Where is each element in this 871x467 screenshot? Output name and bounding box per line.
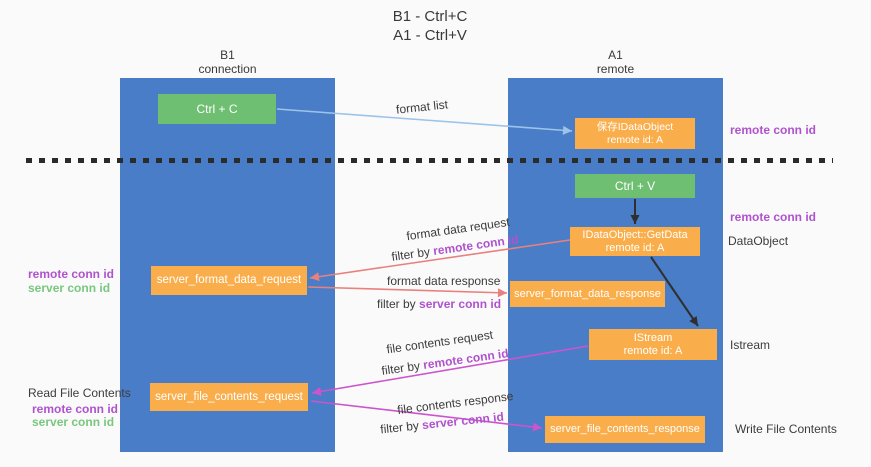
node-idataobject-getdata-line1: IDataObject::GetData (582, 228, 688, 241)
node-istream-line2: remote id: A (623, 344, 683, 357)
node-server-format-data-response-label: server_format_data_response (514, 287, 661, 300)
node-server-format-data-request-label: server_format_data_request (156, 274, 302, 286)
node-ctrl-v: Ctrl + V (575, 174, 695, 198)
node-server-format-data-request: server_format_data_request (151, 266, 307, 295)
node-save-dataobject-line1: 保存IDataObject (596, 120, 674, 133)
filter-prefix: filter by (380, 358, 421, 378)
filter-key-server-conn-id: server conn id (419, 297, 502, 311)
annotation-write-file-contents: Write File Contents (735, 422, 837, 436)
node-server-file-contents-response: server_file_contents_response (545, 416, 705, 443)
node-ctrl-c-label: Ctrl + C (196, 102, 238, 116)
node-server-file-contents-request: server_file_contents_request (150, 383, 308, 411)
filter-prefix: filter by (390, 244, 431, 264)
annotation-left-remote-conn-id-top: remote conn id (28, 267, 115, 281)
node-idataobject-getdata-line2: remote id: A (605, 241, 665, 254)
title-line-2: A1 - Ctrl+V (393, 27, 467, 44)
annotation-left-server-conn-id-top: server conn id (28, 281, 111, 295)
lane-header-a1: A1 remote (508, 48, 723, 76)
filter-prefix: filter by (379, 418, 420, 437)
lane-a1-title: A1 (608, 48, 623, 62)
node-server-file-contents-request-label: server_file_contents_request (155, 390, 303, 403)
filter-key-remote-conn-id: remote conn id (422, 346, 510, 372)
annotation-left-server-conn-id-bottom: server conn id (32, 415, 115, 429)
annotation-remote-conn-id-mid: remote conn id (730, 210, 817, 224)
diagram-title: B1 - Ctrl+C A1 - Ctrl+V (310, 7, 550, 45)
node-istream: IStream remote id: A (589, 329, 717, 360)
lane-b1-subtitle: connection (198, 62, 257, 76)
node-istream-line1: IStream (633, 331, 673, 344)
node-save-dataobject: 保存IDataObject remote id: A (575, 118, 695, 149)
edge-label-format-data-response: format data response (387, 274, 501, 288)
lane-b1-title: B1 (220, 48, 235, 62)
filter-key-server-conn-id: server conn id (421, 409, 505, 433)
title-line-1: B1 - Ctrl+C (392, 8, 468, 25)
node-server-format-data-response: server_format_data_response (510, 281, 665, 307)
annotation-istream: Istream (730, 338, 771, 352)
edge-label-format-list: format list (395, 97, 449, 117)
node-save-dataobject-line2: remote id: A (606, 133, 664, 146)
edge-label-filter-format-response: filter by server conn id (377, 297, 501, 311)
lane-header-b1: B1 connection (120, 48, 335, 76)
filter-prefix: filter by (377, 297, 416, 311)
node-idataobject-getdata: IDataObject::GetData remote id: A (570, 227, 700, 256)
annotation-dataobject: DataObject (728, 234, 789, 248)
annotation-left-remote-conn-id-bottom: remote conn id (32, 402, 119, 416)
lane-a1-subtitle: remote (596, 62, 635, 76)
annotation-read-file-contents: Read File Contents (28, 386, 131, 400)
node-ctrl-c: Ctrl + C (158, 94, 276, 124)
node-ctrl-v-label: Ctrl + V (614, 179, 656, 193)
node-server-file-contents-response-label: server_file_contents_response (550, 423, 700, 435)
annotation-remote-conn-id-top: remote conn id (730, 123, 817, 137)
